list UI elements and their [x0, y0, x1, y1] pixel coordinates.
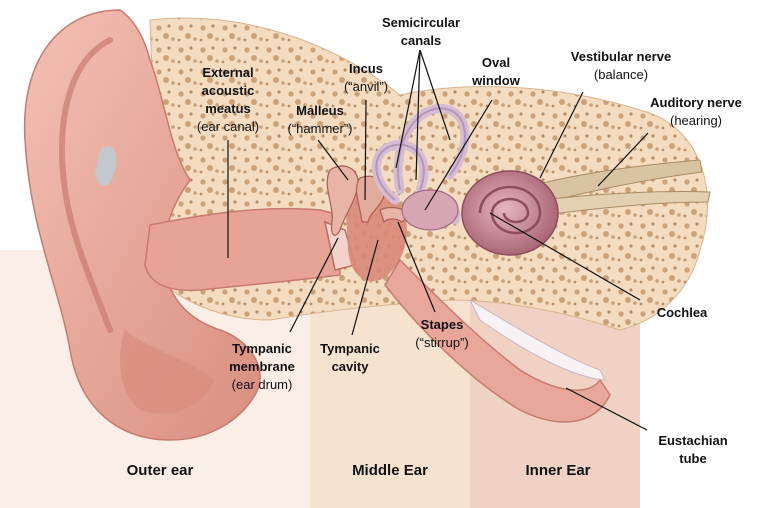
eustachian-tube-line2: tube: [638, 450, 748, 468]
malleus-name: Malleus: [272, 102, 368, 120]
incus-name: Incus: [326, 60, 406, 78]
ear-canal: [145, 209, 340, 291]
label-semicircular-canals: Semicircular canals: [366, 14, 476, 50]
vestibular-nerve-desc: (balance): [556, 66, 686, 84]
label-incus: Incus (“anvil”): [326, 60, 406, 96]
tympanic-cavity-line2: cavity: [310, 358, 390, 376]
stapes-name: Stapes: [398, 316, 486, 334]
auditory-nerve-name: Auditory nerve: [636, 94, 756, 112]
section-label-outer-ear: Outer ear: [90, 462, 230, 479]
cochlea-name: Cochlea: [642, 304, 722, 322]
incus-common-name: (“anvil”): [326, 78, 406, 96]
label-tympanic-cavity: Tympanic cavity: [310, 340, 390, 376]
tympanic-membrane-desc: (ear drum): [212, 376, 312, 394]
meatus-line2: acoustic: [178, 82, 278, 100]
label-malleus: Malleus (“hammer”): [272, 102, 368, 138]
eustachian-tube-line1: Eustachian: [638, 432, 748, 450]
label-eustachian-tube: Eustachian tube: [638, 432, 748, 468]
tympanic-membrane-line1: Tympanic: [212, 340, 312, 358]
cochlea-shape: [462, 171, 558, 255]
semicircular-canals-line1: Semicircular: [366, 14, 476, 32]
section-label-inner-ear: Inner Ear: [488, 462, 628, 479]
label-stapes: Stapes (“stirrup”): [398, 316, 486, 352]
tympanic-cavity-line1: Tympanic: [310, 340, 390, 358]
label-auditory-nerve: Auditory nerve (hearing): [636, 94, 756, 130]
semicircular-canals-line2: canals: [366, 32, 476, 50]
label-tympanic-membrane: Tympanic membrane (ear drum): [212, 340, 312, 394]
auditory-nerve-desc: (hearing): [636, 112, 756, 130]
label-cochlea: Cochlea: [642, 304, 722, 322]
vestibular-nerve-name: Vestibular nerve: [556, 48, 686, 66]
label-vestibular-nerve: Vestibular nerve (balance): [556, 48, 686, 84]
vestibule-shape: [402, 190, 458, 230]
meatus-line3: meatus: [178, 100, 278, 118]
meatus-line1: External: [178, 64, 278, 82]
label-external-acoustic-meatus: External acoustic meatus (ear canal): [178, 64, 278, 136]
meatus-desc: (ear canal): [178, 118, 278, 136]
oval-window-line2: window: [466, 72, 526, 90]
oval-window-line1: Oval: [466, 54, 526, 72]
malleus-common-name: (“hammer”): [272, 120, 368, 138]
label-oval-window: Oval window: [466, 54, 526, 90]
stapes-common-name: (“stirrup”): [398, 334, 486, 352]
tympanic-membrane-line2: membrane: [212, 358, 312, 376]
section-label-middle-ear: Middle Ear: [320, 462, 460, 479]
